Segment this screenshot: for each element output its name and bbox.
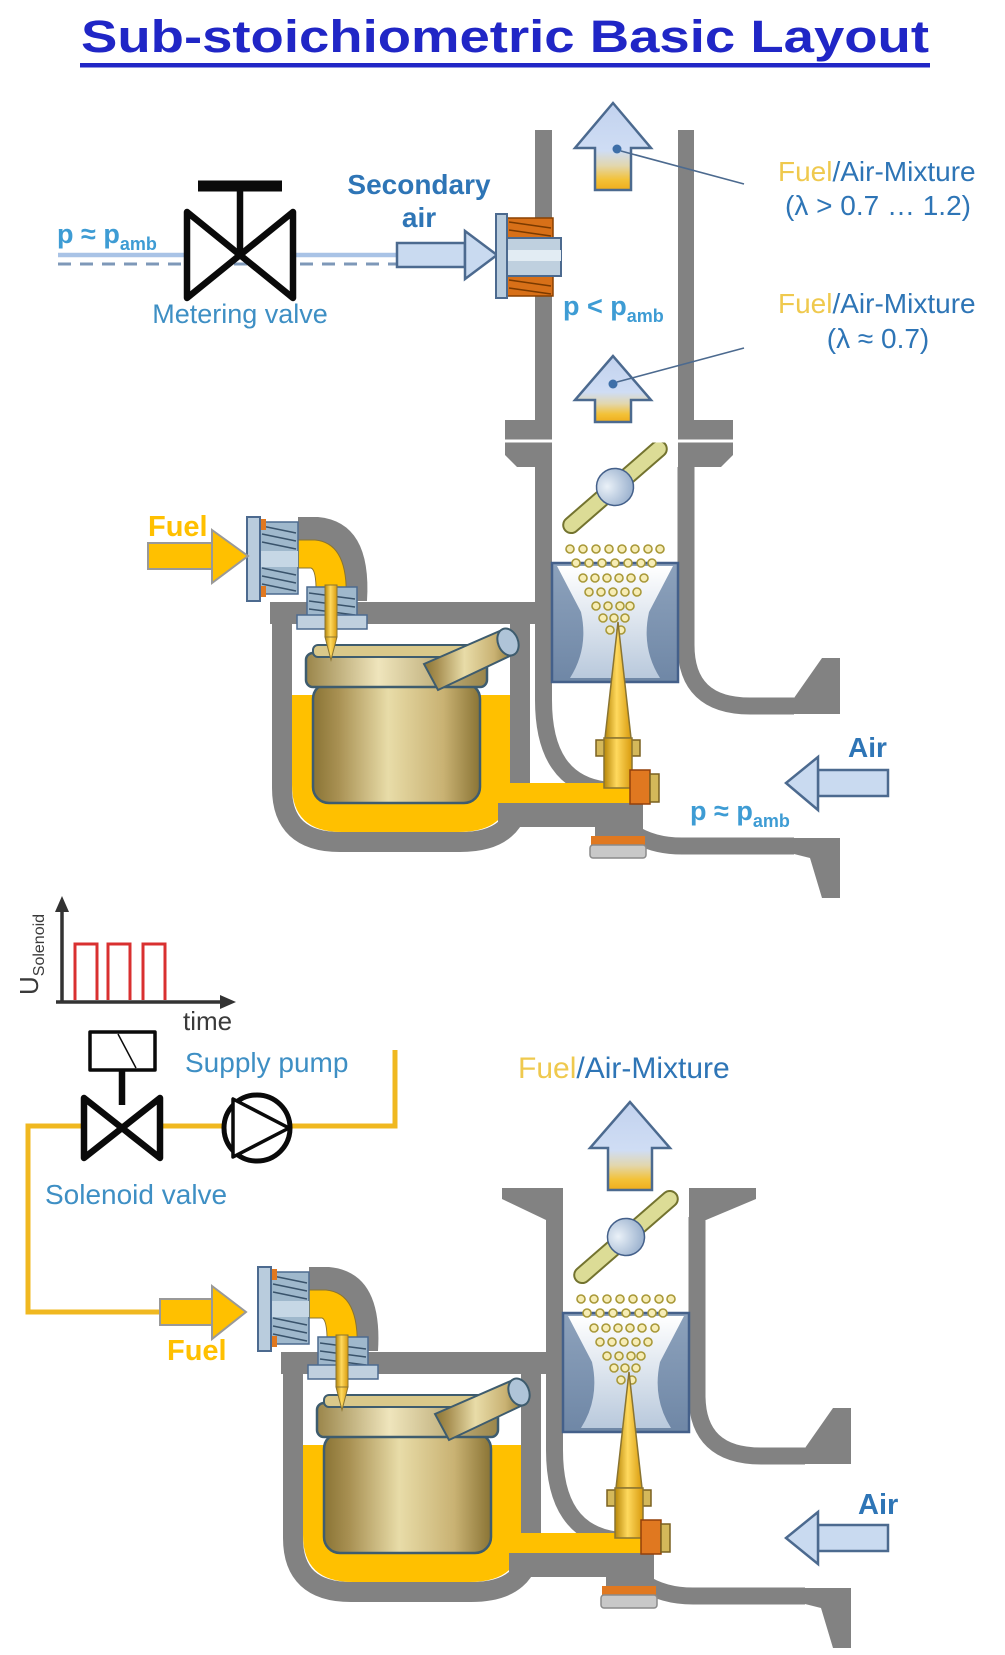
title-underline <box>80 63 930 68</box>
secondary-air-fitting <box>495 213 562 299</box>
secondary-air-arrow <box>395 228 500 282</box>
tube-top-flare <box>502 1188 756 1220</box>
air-label: Air <box>858 1489 898 1521</box>
mixture-mid-label: Fuel/Air-Mixture <box>778 288 976 319</box>
fuel-circuit-line <box>25 1050 398 1315</box>
pointer-line <box>620 150 745 185</box>
pressure-tube-label: p < pamb <box>563 291 664 326</box>
secondary-air-label-line2: air <box>402 202 436 233</box>
pointer-line <box>616 347 745 383</box>
pointer-dot <box>612 144 622 154</box>
pressure-air-label: p ≈ pamb <box>690 796 790 831</box>
carburetor-top-diagram: p ≈ pamb Metering valve Secondary air Fu… <box>57 101 976 898</box>
y-axis-arrowhead <box>55 896 69 912</box>
pressure-inlet-label: p ≈ pamb <box>57 219 157 254</box>
mixture-out-arrow <box>572 101 654 192</box>
page-title: Sub-stoichiometric Basic Layout <box>81 11 929 62</box>
mixture-out-label: Fuel/Air-Mixture <box>518 1052 730 1085</box>
supply-pump-label: Supply pump <box>185 1047 348 1078</box>
voltage-pulses <box>73 942 167 1000</box>
fuel-label: Fuel <box>148 511 208 543</box>
mixture-out-lambda: (λ > 0.7 … 1.2) <box>785 190 971 221</box>
carburetor-bottom-diagram: USolenoid time <box>14 896 898 1648</box>
solenoid-valve-symbol <box>80 1030 164 1162</box>
mixture-mid-arrow <box>572 354 654 424</box>
pointer-dot <box>608 379 618 389</box>
secondary-air-label-line1: Secondary <box>347 169 491 200</box>
solenoid-voltage-graph: USolenoid time <box>14 896 236 1036</box>
fuel-label: Fuel <box>167 1335 227 1367</box>
fuel-arrow <box>147 528 250 585</box>
fuel-arrow <box>159 1283 248 1342</box>
metering-valve-symbol <box>183 180 297 302</box>
supply-pump-symbol <box>221 1092 293 1164</box>
tube-flange-joint <box>505 420 733 467</box>
metering-valve-label: Metering valve <box>152 299 328 329</box>
mixture-out-arrow <box>587 1100 673 1192</box>
x-axis-label: time <box>183 1006 232 1036</box>
solenoid-valve-label: Solenoid valve <box>45 1179 227 1210</box>
upper-tube-right-wall <box>678 130 694 422</box>
carburetor-assembly-bottom <box>258 1180 851 1648</box>
air-arrow <box>784 754 890 813</box>
x-axis-arrowhead <box>220 995 236 1009</box>
mixture-out-label: Fuel/Air-Mixture <box>778 156 976 187</box>
y-axis-label: USolenoid <box>14 914 48 995</box>
mixture-mid-lambda: (λ ≈ 0.7) <box>827 323 930 354</box>
air-arrow <box>784 1509 890 1567</box>
air-label: Air <box>848 732 887 763</box>
carburetor-assembly-top <box>247 430 840 898</box>
